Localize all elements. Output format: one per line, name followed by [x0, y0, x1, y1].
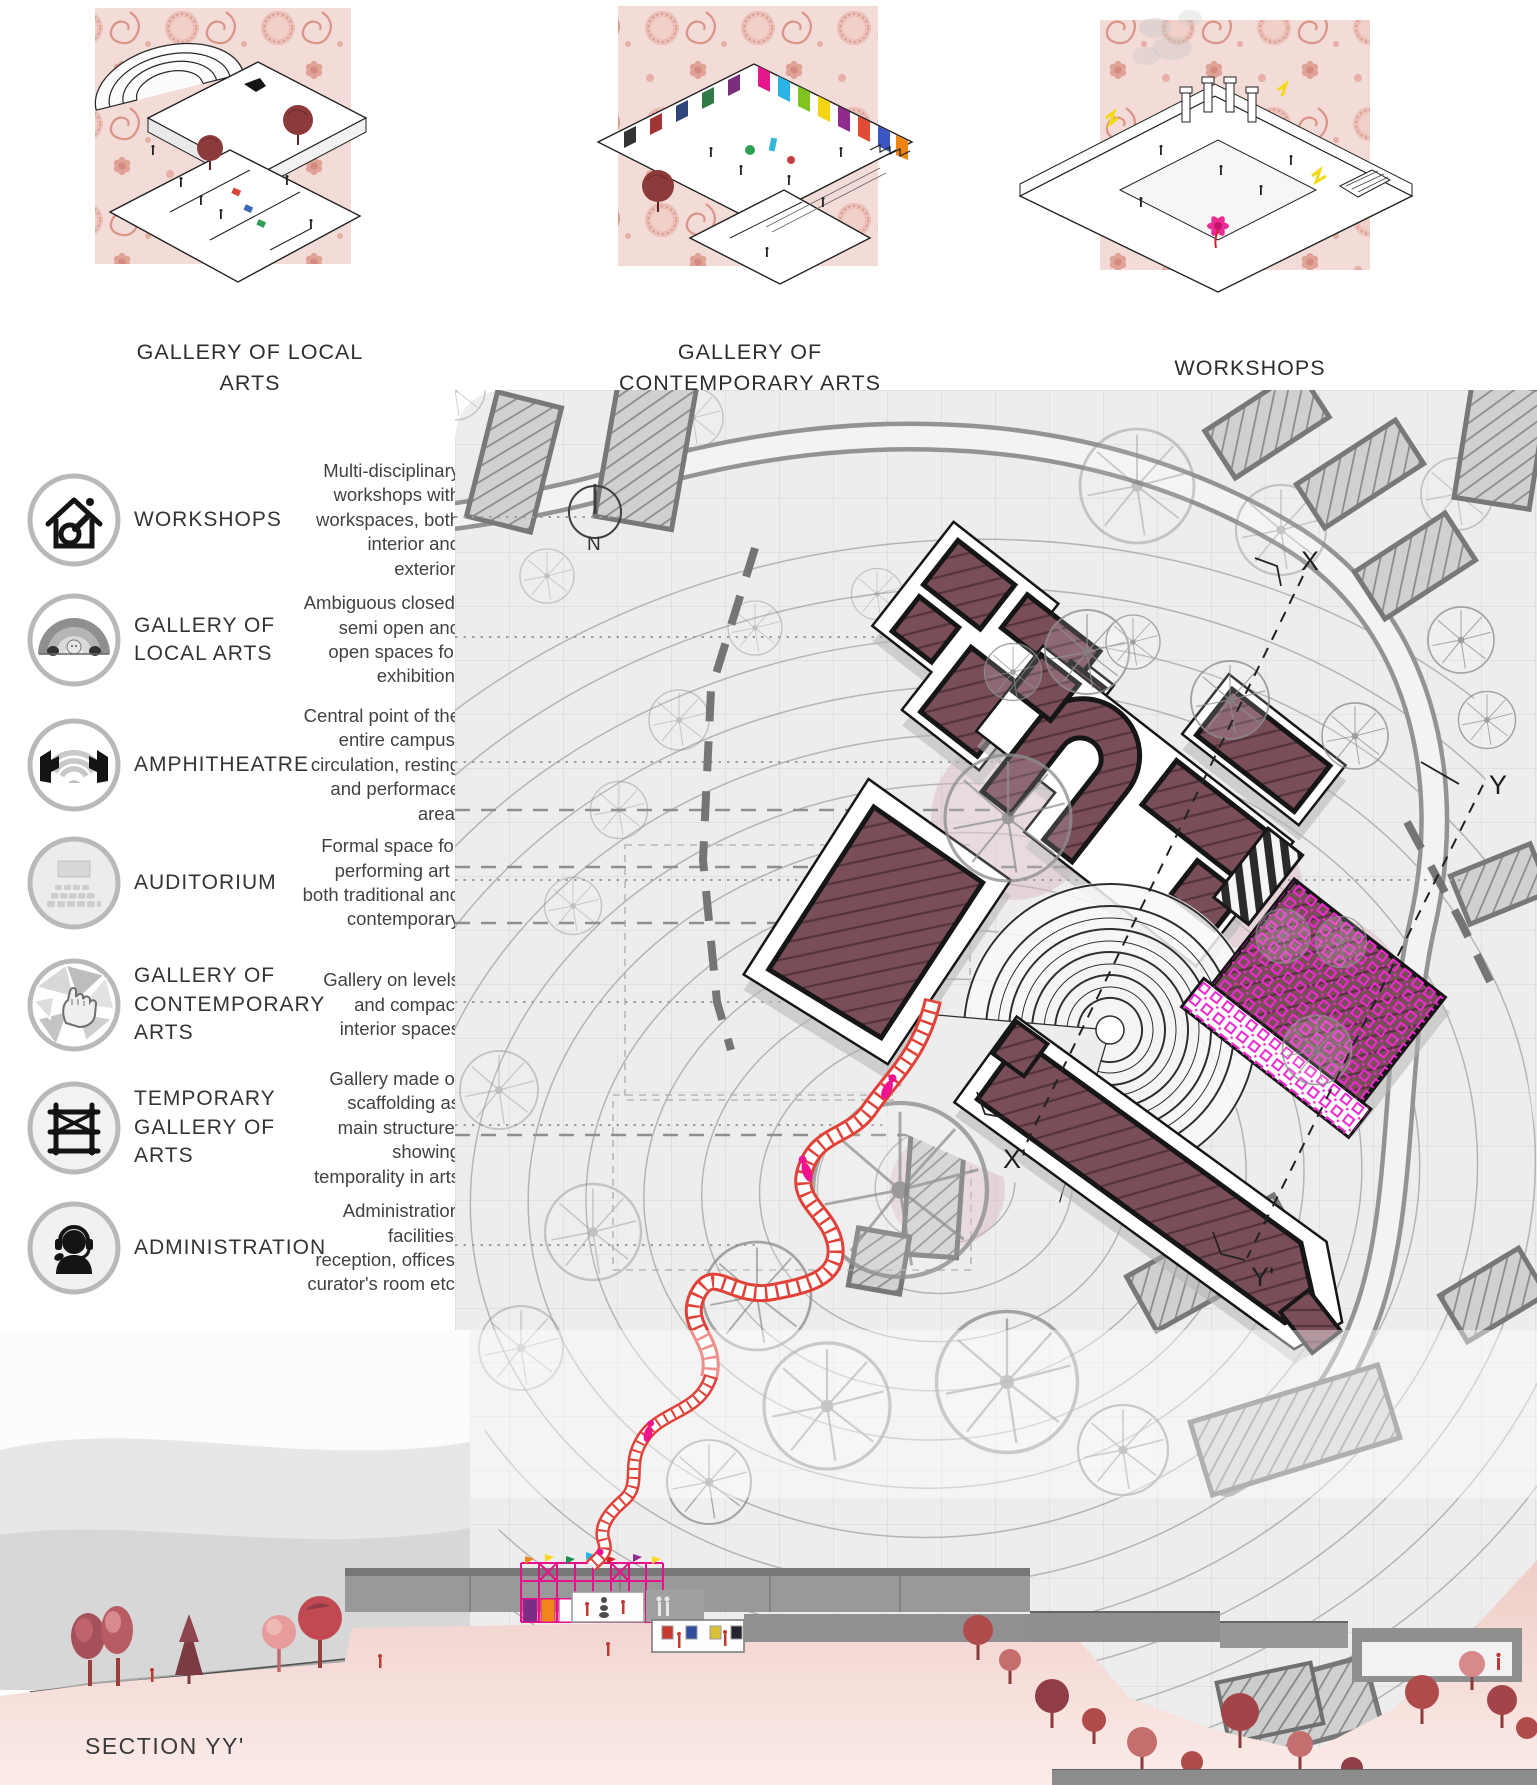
north-label: N [587, 534, 601, 555]
marker-x-prime: X' [1003, 1144, 1026, 1174]
contemporary-arts-icon [26, 957, 122, 1053]
workshops-icon [26, 472, 122, 568]
smoke-plumes [1132, 10, 1202, 65]
section-line-x: X X' [976, 546, 1319, 1174]
legend-label: WORKSHOPS [134, 507, 282, 531]
legend-label: GALLERY OF LOCAL ARTS [134, 613, 276, 665]
red-trees [197, 105, 313, 170]
sculpture-room [571, 1591, 645, 1623]
bottom-strip [1052, 1770, 1537, 1785]
legend-label: GALLERY OF CONTEMPORARY ARTS [134, 964, 325, 1045]
building-bar-south [952, 1014, 1344, 1364]
pink-flower [1207, 216, 1229, 249]
legend-description: Administration facilities- reception, of… [307, 1200, 460, 1295]
faint-trees [455, 390, 1494, 1392]
local-arts-icon [26, 592, 122, 688]
vignette-workshops: WORKSHOPS [960, 0, 1430, 384]
legend-description: Central point of the entire campus; circ… [303, 704, 460, 824]
legend-item-gallery-local-arts: GALLERY OF LOCAL ARTS Ambiguous closed, … [26, 582, 460, 698]
marker-y-prime: Y' [1251, 1262, 1274, 1292]
legend-item-gallery-contemporary-arts: GALLERY OF CONTEMPORARY ARTS Gallery on … [26, 947, 460, 1063]
visitor-figure [798, 1074, 897, 1182]
temporary-gallery-icon [26, 1080, 122, 1176]
administration-icon [26, 1200, 122, 1296]
building-cluster-west [741, 777, 1013, 1080]
vignette-label: GALLERY OF LOCAL ARTS [136, 340, 364, 395]
local-arts-isometric-drawing [94, 8, 368, 283]
scaffold-gallery-section [520, 1552, 704, 1623]
legend-item-auditorium: AUDITORIUM Formal space for performing a… [26, 825, 460, 941]
framed-artworks [624, 74, 740, 148]
section-figures [150, 1642, 1501, 1682]
legend-description: Gallery on levels and compact interior s… [323, 969, 460, 1040]
north-arrow: N [568, 484, 622, 555]
vignette-gallery-contemporary-arts: GALLERY OF CONTEMPORARY ARTS [540, 0, 960, 398]
legend-label: AMPHITHEATRE [134, 752, 309, 776]
scaffold-track-descent [585, 1373, 718, 1571]
section-trees-right [963, 1615, 1537, 1785]
gray-volume [646, 1590, 704, 1622]
legend-label: TEMPORARY GALLERY OF ARTS [134, 1087, 276, 1168]
pink-terrain [0, 1560, 1537, 1785]
legend-description: Gallery made of scaffolding as main stru… [314, 1067, 460, 1187]
colorful-art-wall [758, 66, 908, 160]
vignette-label: GALLERY OF CONTEMPORARY ARTS [619, 340, 881, 395]
scaffold-flags [525, 1552, 661, 1564]
site-plan: X X' Y Y' N [455, 390, 1537, 1785]
legend-description: Multi-disciplinary workshops with worksp… [316, 459, 460, 579]
legend-item-administration: ADMINISTRATION Administration facilities… [26, 1190, 460, 1306]
legend-description: Formal space for performing art , both t… [302, 835, 460, 930]
legend-label: AUDITORIUM [134, 870, 277, 894]
workshops-isometric-drawing [1018, 10, 1414, 293]
legend-item-amphitheatre: AMPHITHEATRE Central point of the entire… [26, 704, 460, 824]
section-drawing [0, 1330, 1537, 1785]
section-line-y: Y Y' [1212, 761, 1507, 1292]
site-boundary-dashes [698, 546, 1501, 1052]
vignette-label: WORKSHOPS [1174, 356, 1326, 380]
section-trees-left [71, 1596, 342, 1686]
auditorium-icon [26, 835, 122, 931]
legend-item-workshops: WORKSHOPS Multi-disciplinary workshops w… [26, 459, 460, 579]
legend-label: ADMINISTRATION [134, 1235, 327, 1259]
section-title: SECTION YY' [85, 1733, 245, 1759]
legend-item-temporary-gallery: TEMPORARY GALLERY OF ARTS Gallery made o… [26, 1067, 460, 1187]
vignette-gallery-local-arts: GALLERY OF LOCAL ARTS [60, 0, 440, 398]
scaffolding-path [684, 997, 942, 1381]
legend-description: Ambiguous closed, semi open and open spa… [303, 592, 460, 687]
building-cluster-central [974, 644, 1296, 982]
contemporary-arts-isometric-drawing [596, 6, 914, 285]
marker-y: Y [1489, 770, 1507, 800]
yellow-accents [1105, 79, 1327, 186]
amphitheatre-icon [26, 717, 122, 813]
marker-x: X [1301, 546, 1319, 576]
gate-columns [1179, 76, 1259, 123]
